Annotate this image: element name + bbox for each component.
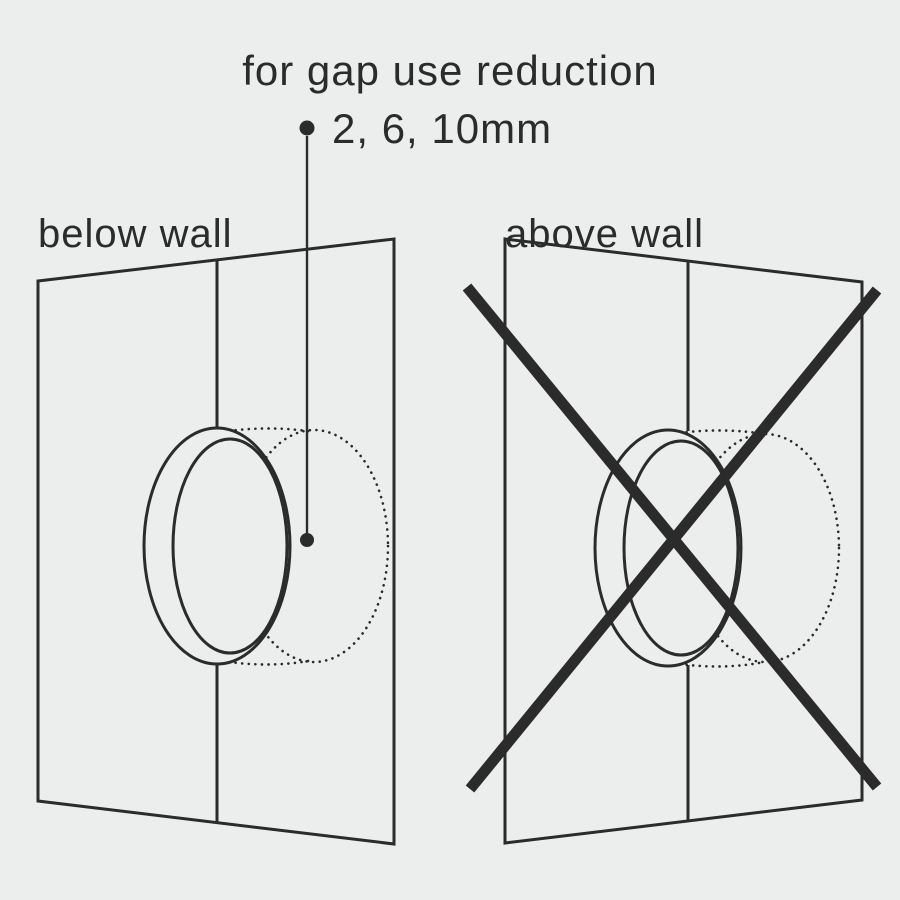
left-hidden-part-dotted-top-edge <box>227 427 315 434</box>
callout-value: 2, 6, 10mm <box>332 105 552 152</box>
left-hidden-part-dotted-ellipse <box>238 428 390 664</box>
left-panel-label: below wall <box>38 212 233 256</box>
left-knob-outer-ellipse <box>142 426 292 666</box>
reduction-callout <box>299 120 315 547</box>
right-hidden-part-dotted-top-edge <box>678 429 766 436</box>
prohibited-cross-stroke-2 <box>465 286 882 793</box>
left-wall-outline <box>36 237 396 846</box>
leader-bullet-dot <box>299 120 315 136</box>
left-hidden-part-dotted-bottom-edge <box>227 658 315 666</box>
right-panel <box>462 237 882 845</box>
right-panel-label: above wall <box>505 212 704 256</box>
right-hidden-part-dotted-bottom-edge <box>678 660 766 668</box>
right-knob-inner-ellipse <box>622 439 740 657</box>
callout-title: for gap use reduction <box>242 47 658 94</box>
left-knob-inner-ellipse <box>171 437 289 655</box>
leader-end-dot <box>300 533 314 547</box>
left-panel <box>36 237 396 846</box>
right-wall-outline <box>503 237 864 845</box>
prohibited-cross-icon <box>462 283 882 793</box>
